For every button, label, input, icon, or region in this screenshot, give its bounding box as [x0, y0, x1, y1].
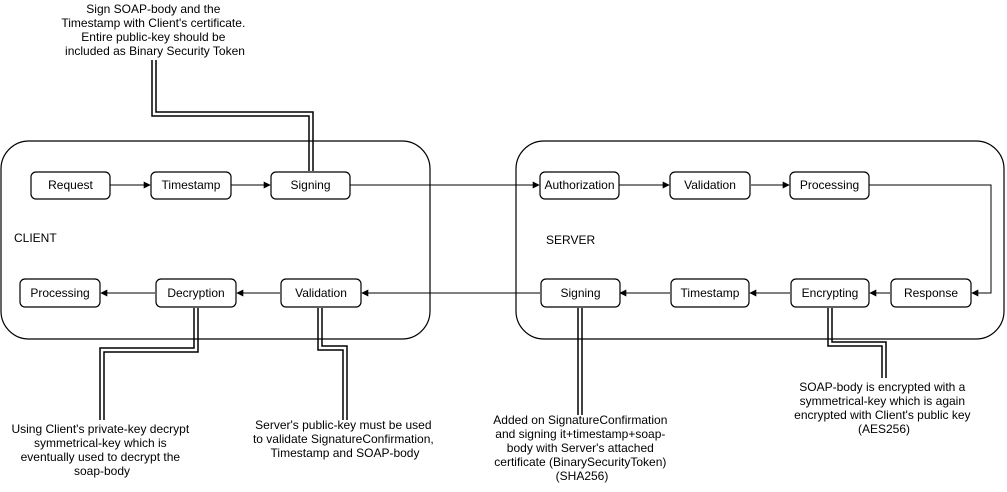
svg-text:Processing: Processing [30, 286, 89, 300]
note-connectors [99, 60, 887, 420]
node-timestamp-client[interactable]: Timestamp [150, 171, 232, 200]
svg-text:Validation: Validation [295, 286, 347, 300]
client-label: CLIENT [14, 231, 57, 245]
svg-text:Response: Response [904, 286, 958, 300]
node-request[interactable]: Request [30, 171, 111, 200]
server-label: SERVER [546, 233, 595, 247]
note-server-encrypting: SOAP-body is encrypted with a symmetrica… [794, 380, 974, 436]
edge-processing-response [869, 184, 992, 297]
note-server-signing: Added on SignatureConfirmation and signi… [493, 413, 670, 483]
svg-text:Authorization: Authorization [544, 178, 614, 192]
svg-text:Signing: Signing [290, 178, 330, 192]
svg-text:Timestamp: Timestamp [681, 286, 740, 300]
note-client-decryption: Using Client's private-key decrypt symme… [11, 422, 192, 478]
node-signing-server[interactable]: Signing [540, 278, 621, 308]
node-processing-server[interactable]: Processing [789, 171, 870, 200]
node-decryption[interactable]: Decryption [155, 278, 237, 308]
svg-text:Timestamp: Timestamp [162, 178, 221, 192]
node-validation-server[interactable]: Validation [669, 171, 751, 200]
node-processing-client[interactable]: Processing [19, 278, 101, 308]
svg-text:Validation: Validation [684, 178, 736, 192]
svg-text:Decryption: Decryption [167, 286, 224, 300]
svg-text:Signing: Signing [560, 286, 600, 300]
note-client-validation: Server's public-key must be used to vali… [253, 418, 437, 460]
client-group [0, 140, 431, 340]
node-response[interactable]: Response [890, 278, 972, 308]
node-timestamp-server[interactable]: Timestamp [670, 278, 750, 308]
node-authorization[interactable]: Authorization [539, 171, 620, 200]
node-validation-client[interactable]: Validation [280, 278, 362, 308]
node-encrypting[interactable]: Encrypting [790, 278, 870, 308]
svg-text:Request: Request [48, 178, 93, 192]
svg-text:Processing: Processing [800, 178, 859, 192]
note-client-signing: Sign SOAP-body and the Timestamp with Cl… [61, 2, 248, 58]
server-group [515, 140, 1005, 340]
edges [100, 181, 992, 297]
svg-text:Encrypting: Encrypting [802, 286, 859, 300]
node-signing-client[interactable]: Signing [270, 171, 351, 200]
